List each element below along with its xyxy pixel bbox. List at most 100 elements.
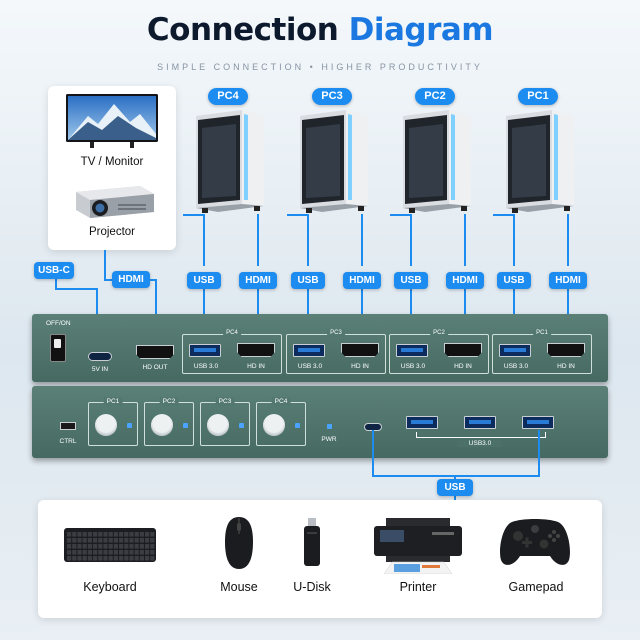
title-accent: Diagram bbox=[348, 12, 494, 48]
usb-3-port[interactable] bbox=[293, 344, 325, 357]
pc-wire-pc2 bbox=[464, 283, 466, 343]
hd-out-label: HD OUT bbox=[142, 364, 168, 371]
power-switch-label: OFF/ON bbox=[46, 320, 71, 327]
front-usb-port-1[interactable] bbox=[406, 416, 438, 429]
pc-button-label: PC2 bbox=[159, 397, 179, 406]
pc-led bbox=[295, 423, 300, 428]
power-port-label: 5V IN bbox=[91, 366, 109, 373]
usb-3-port[interactable] bbox=[499, 344, 531, 357]
pc-wire-pc4 bbox=[257, 283, 259, 343]
pc-select-button[interactable] bbox=[95, 414, 117, 436]
usb-port-label: USB 3.0 bbox=[400, 363, 426, 370]
pc-led bbox=[239, 423, 244, 428]
front-usb-port-3[interactable] bbox=[522, 416, 554, 429]
pc-wire-pc2 bbox=[410, 283, 412, 343]
pc-tag-pc2: PC2 bbox=[415, 88, 455, 105]
hdmi-out-port[interactable] bbox=[136, 345, 174, 359]
usb-port-label: USB 3.0 bbox=[193, 363, 219, 370]
peripheral-label-gamepad: Gamepad bbox=[508, 580, 564, 594]
usb-3-port[interactable] bbox=[189, 344, 221, 357]
pc-select-pc2: PC2 bbox=[144, 397, 194, 446]
pc-wire-pc2 bbox=[410, 214, 412, 266]
pc-wire-pc4 bbox=[203, 283, 205, 343]
peripheral-usb-tag: USB bbox=[437, 479, 473, 496]
gamepad-icon bbox=[500, 519, 570, 565]
hd-in-label: HD IN bbox=[454, 363, 472, 370]
pc-wire-pc3 bbox=[307, 283, 309, 343]
usb-c-power-port[interactable] bbox=[88, 352, 112, 361]
kvm-front-panel: CTRL PC1 PC2 PC3 PC4 PWR USB3.0 bbox=[32, 386, 608, 458]
pc-select-button[interactable] bbox=[263, 414, 285, 436]
usb3-label: USB3.0 bbox=[458, 440, 502, 447]
hd-in-label: HD IN bbox=[351, 363, 369, 370]
usb-c-wire bbox=[55, 270, 57, 290]
pc-wire-pc3 bbox=[287, 214, 307, 216]
front-usb-port-2[interactable] bbox=[464, 416, 496, 429]
u-disk-icon bbox=[304, 518, 320, 566]
hdmi-in-port[interactable] bbox=[444, 343, 482, 357]
hdmi-in-port[interactable] bbox=[341, 343, 379, 357]
peripheral-label-keyboard: Keyboard bbox=[83, 580, 137, 594]
pwr-label: PWR bbox=[321, 436, 337, 443]
port-group-title: PC2 bbox=[430, 329, 448, 338]
pc-select-pc3: PC3 bbox=[200, 397, 250, 446]
printer-icon bbox=[374, 518, 462, 574]
pc-wire-pc4 bbox=[257, 214, 259, 266]
pc-button-label: PC4 bbox=[271, 397, 291, 406]
pc-tower-icon bbox=[196, 110, 264, 213]
pc-button-label: PC3 bbox=[215, 397, 235, 406]
port-group-title: PC1 bbox=[533, 329, 551, 338]
pc-hdmi-tag: HDMI bbox=[446, 272, 484, 289]
peripherals-card: Keyboard Mouse U-Disk Printer bbox=[38, 500, 602, 618]
pc-wire-pc1 bbox=[567, 214, 569, 266]
pc-button-label: PC1 bbox=[103, 397, 123, 406]
peripheral-label-mouse: Mouse bbox=[220, 580, 258, 594]
front-usb-wire bbox=[372, 430, 374, 477]
rear-port-group-pc1: PC1 USB 3.0 HD IN bbox=[492, 329, 592, 374]
page-subtitle: SIMPLE CONNECTION • HIGHER PRODUCTIVITY bbox=[157, 62, 483, 72]
pc-wire-pc1 bbox=[567, 283, 569, 343]
pc-select-pc1: PC1 bbox=[88, 397, 138, 446]
display-devices-card: TV / Monitor Projector bbox=[48, 86, 176, 250]
usb-c-wire bbox=[55, 288, 97, 290]
usb-3-port[interactable] bbox=[396, 344, 428, 357]
pc-usb-tag: USB bbox=[497, 272, 531, 289]
pc-wire-pc3 bbox=[307, 214, 309, 266]
pc-wire-pc1 bbox=[493, 214, 513, 216]
pc-wire-pc1 bbox=[513, 283, 515, 343]
tv-monitor-icon bbox=[66, 94, 158, 148]
page-title: Connection Diagram bbox=[0, 12, 640, 48]
pc-select-pc4: PC4 bbox=[256, 397, 306, 446]
pc-tag-pc1: PC1 bbox=[518, 88, 558, 105]
pc-usb-tag: USB bbox=[291, 272, 325, 289]
pc-usb-tag: USB bbox=[187, 272, 221, 289]
pc-select-button[interactable] bbox=[207, 414, 229, 436]
pc-hdmi-tag: HDMI bbox=[239, 272, 277, 289]
front-usb-wire bbox=[372, 475, 540, 477]
pc-led bbox=[183, 423, 188, 428]
pc-hdmi-tag: HDMI bbox=[549, 272, 587, 289]
port-group-title: PC4 bbox=[223, 329, 241, 338]
title-main: Connection bbox=[146, 12, 339, 48]
ctrl-port[interactable] bbox=[60, 422, 76, 430]
hdmi-in-port[interactable] bbox=[547, 343, 585, 357]
kvm-rear-panel: OFF/ON 5V IN HD OUT PC4 USB 3.0 HD IN PC… bbox=[32, 314, 608, 382]
rear-port-group-pc3: PC3 USB 3.0 HD IN bbox=[286, 329, 386, 374]
pc-wire-pc4 bbox=[203, 214, 205, 266]
projector-icon bbox=[76, 186, 154, 218]
keyboard-icon bbox=[64, 528, 156, 562]
pc-hdmi-tag: HDMI bbox=[343, 272, 381, 289]
pc-select-button[interactable] bbox=[151, 414, 173, 436]
hdmi-out-tag: HDMI bbox=[112, 271, 150, 288]
hd-in-label: HD IN bbox=[247, 363, 265, 370]
pc-wire-pc1 bbox=[513, 214, 515, 266]
usb3-bracket bbox=[416, 432, 546, 438]
power-led bbox=[327, 424, 332, 429]
power-switch[interactable] bbox=[50, 334, 66, 362]
pc-usb-tag: USB bbox=[394, 272, 428, 289]
hdmi-out-wire bbox=[104, 250, 106, 280]
pc-wire-pc3 bbox=[361, 283, 363, 343]
hdmi-in-port[interactable] bbox=[237, 343, 275, 357]
pc-wire-pc2 bbox=[390, 214, 410, 216]
